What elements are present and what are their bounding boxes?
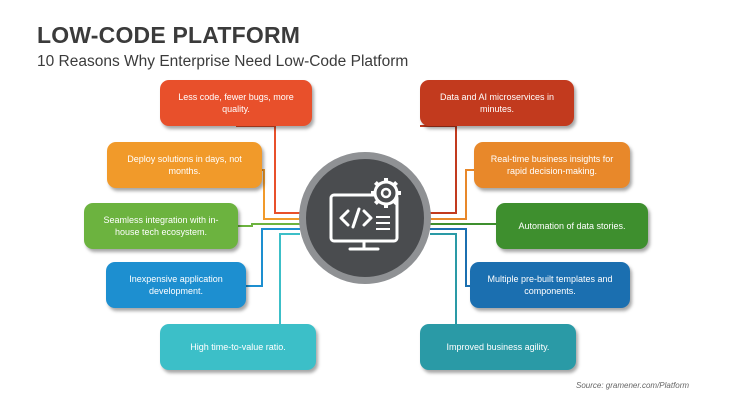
reason-text: Seamless integration with in-house tech … [103,215,219,237]
connector-right-2 [430,169,474,220]
source-note: Source: gramener.com/Platform [576,381,690,390]
reason-text: Data and AI microservices in minutes. [439,92,555,114]
reason-text: Real-time business insights for rapid de… [490,154,614,176]
connector-right-1 [420,125,457,214]
computer-code-gear-icon [329,178,401,251]
connector-right-4 [430,228,470,287]
reason-text: Automation of data stories. [518,221,626,231]
central-hub [299,152,431,284]
reason-box-left-3: Seamless integration with in-house tech … [84,203,238,249]
reason-box-right-4: Multiple pre-built templates and compone… [470,262,630,308]
reason-text: Deploy solutions in days, not months. [127,154,242,176]
reason-text: Inexpensive application development. [129,274,223,296]
reason-box-left-1: Less code, fewer bugs, more quality. [160,80,312,126]
reason-box-right-1: Data and AI microservices in minutes. [420,80,574,126]
reason-box-left-5: High time-to-value ratio. [160,324,316,370]
reason-box-right-5: Improved business agility. [420,324,576,370]
reason-box-left-2: Deploy solutions in days, not months. [107,142,262,188]
reason-text: High time-to-value ratio. [190,342,286,352]
reason-box-left-4: Inexpensive application development. [106,262,246,308]
reason-box-right-2: Real-time business insights for rapid de… [474,142,630,188]
connector-left-2 [262,169,300,220]
page-subtitle: 10 Reasons Why Enterprise Need Low-Code … [37,53,409,70]
connector-left-1 [236,125,300,214]
reason-text: Multiple pre-built templates and compone… [487,274,613,296]
reason-text: Less code, fewer bugs, more quality. [178,92,294,114]
page-title: LOW-CODE PLATFORM [37,22,301,48]
reason-box-right-3: Automation of data stories. [496,203,648,249]
reason-text: Improved business agility. [446,342,550,352]
connector-left-4 [246,228,300,287]
connector-left-3 [238,223,300,227]
